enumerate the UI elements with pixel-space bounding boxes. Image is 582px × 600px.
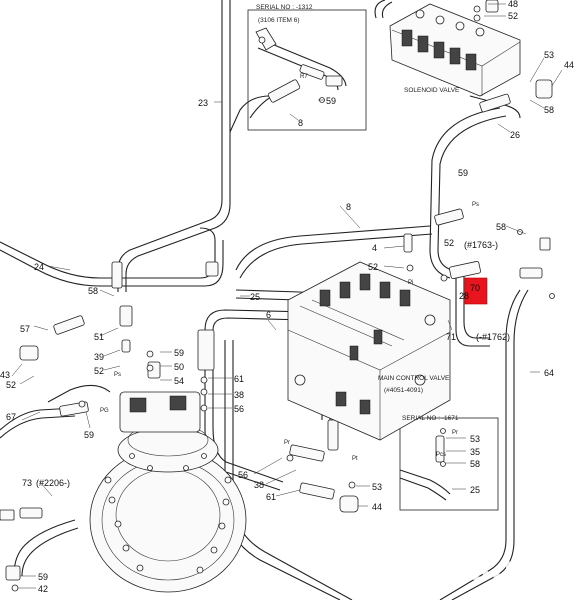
part-label[interactable]: 48 xyxy=(508,0,518,9)
port-mark-ps: Ps xyxy=(472,202,479,208)
highlight-label: 70 xyxy=(470,283,480,293)
leader-lines xyxy=(11,3,563,589)
part-label[interactable]: 6 xyxy=(266,310,271,320)
caption-mcv-range: (#4051-4091) xyxy=(384,387,423,394)
part-label[interactable]: 52 xyxy=(94,366,104,376)
part-label[interactable]: 53 xyxy=(544,50,554,60)
port-mark-pt: Pt xyxy=(352,456,358,462)
part-label[interactable]: 44 xyxy=(372,502,382,512)
part-label[interactable]: 54 xyxy=(174,376,184,386)
part-label[interactable]: 51 xyxy=(94,332,104,342)
part-label[interactable]: 56 xyxy=(238,470,248,480)
part-label[interactable]: 67 xyxy=(6,412,16,422)
part-label[interactable]: 50 xyxy=(174,362,184,372)
fittings xyxy=(0,0,555,592)
part-label[interactable]: 35 xyxy=(470,447,480,457)
caption-solenoid-valve: SOLENOID VALVE xyxy=(404,87,460,94)
part-label[interactable]: 59 xyxy=(38,572,48,582)
port-mark-r7: R7 xyxy=(300,74,308,80)
part-label[interactable]: 61 xyxy=(266,492,276,502)
part-label[interactable]: 44 xyxy=(564,60,574,70)
caption-serial-bottom: SERIAL NO : -1671 xyxy=(402,415,459,422)
part-label[interactable]: 25 xyxy=(470,485,480,495)
part-label[interactable]: 28 xyxy=(459,291,469,301)
port-mark-ps-2: Ps xyxy=(114,372,121,378)
main-control-valve-block xyxy=(287,261,451,441)
watermark: RuDos.ru xyxy=(368,549,544,589)
part-label[interactable]: 38 xyxy=(234,390,244,400)
part-label[interactable]: 24 xyxy=(34,262,44,272)
inset-top-part xyxy=(255,27,343,87)
part-label[interactable]: 52 xyxy=(444,238,454,248)
part-label[interactable]: 43 xyxy=(0,370,10,380)
part-label[interactable]: 52 xyxy=(368,262,378,272)
caption-ref-1762: (-#1762) xyxy=(476,332,510,342)
highlight-box-70 xyxy=(464,277,488,305)
part-label[interactable]: 53 xyxy=(372,482,382,492)
part-label[interactable]: 59 xyxy=(326,96,336,106)
part-label[interactable]: 59 xyxy=(458,168,468,178)
serial-inset-bottom xyxy=(399,417,499,511)
part-label[interactable]: 58 xyxy=(544,105,554,115)
caption-item-ref: (3106 ITEM 6) xyxy=(258,17,300,24)
swing-motor-assembly xyxy=(89,391,247,593)
part-label[interactable]: 58 xyxy=(88,286,98,296)
part-label[interactable]: 71 xyxy=(446,332,456,342)
part-label[interactable]: 23 xyxy=(198,98,208,108)
part-label[interactable]: 73 xyxy=(22,478,32,488)
port-mark-pi: Pi xyxy=(408,280,413,286)
part-label[interactable]: 59 xyxy=(174,348,184,358)
part-label[interactable]: 25 xyxy=(250,292,260,302)
part-label[interactable]: 64 xyxy=(544,368,554,378)
part-label[interactable]: 59 xyxy=(84,430,94,440)
part-label[interactable]: 53 xyxy=(470,434,480,444)
part-label[interactable]: 8 xyxy=(298,118,303,128)
part-label[interactable]: 52 xyxy=(508,11,518,21)
port-mark-pr-2: Pr xyxy=(452,430,458,436)
solenoid-valve-block xyxy=(389,3,521,97)
part-label[interactable]: 39 xyxy=(94,352,104,362)
caption-main-control-valve: MAIN CONTROL VALVE xyxy=(378,375,450,382)
part-label[interactable]: 26 xyxy=(510,130,520,140)
part-callouts: 48 52 53 44 58 23 26 8 59 8 59 4 52 52 5… xyxy=(0,0,574,594)
part-label[interactable]: 58 xyxy=(470,459,480,469)
port-mark-pcs: Pcs xyxy=(436,452,446,458)
part-label[interactable]: 42 xyxy=(38,584,48,594)
part-label[interactable]: 52 xyxy=(6,380,16,390)
caption-ref-1763: (#1763-) xyxy=(464,240,498,250)
part-label[interactable]: 4 xyxy=(372,243,377,253)
part-label[interactable]: 38 xyxy=(254,480,264,490)
caption-ref-2206: (#2206-) xyxy=(36,478,70,488)
part-label[interactable]: 57 xyxy=(20,324,30,334)
part-label[interactable]: 56 xyxy=(234,404,244,414)
port-mark-pr: Pr xyxy=(284,440,290,446)
port-mark-pg: PG xyxy=(100,408,109,414)
part-label[interactable]: 61 xyxy=(234,374,244,384)
serial-inset-top xyxy=(247,9,367,131)
part-label[interactable]: 58 xyxy=(496,222,506,232)
caption-serial-top: SERIAL NO : -1312 xyxy=(256,4,313,11)
part-label[interactable]: 8 xyxy=(346,202,351,212)
